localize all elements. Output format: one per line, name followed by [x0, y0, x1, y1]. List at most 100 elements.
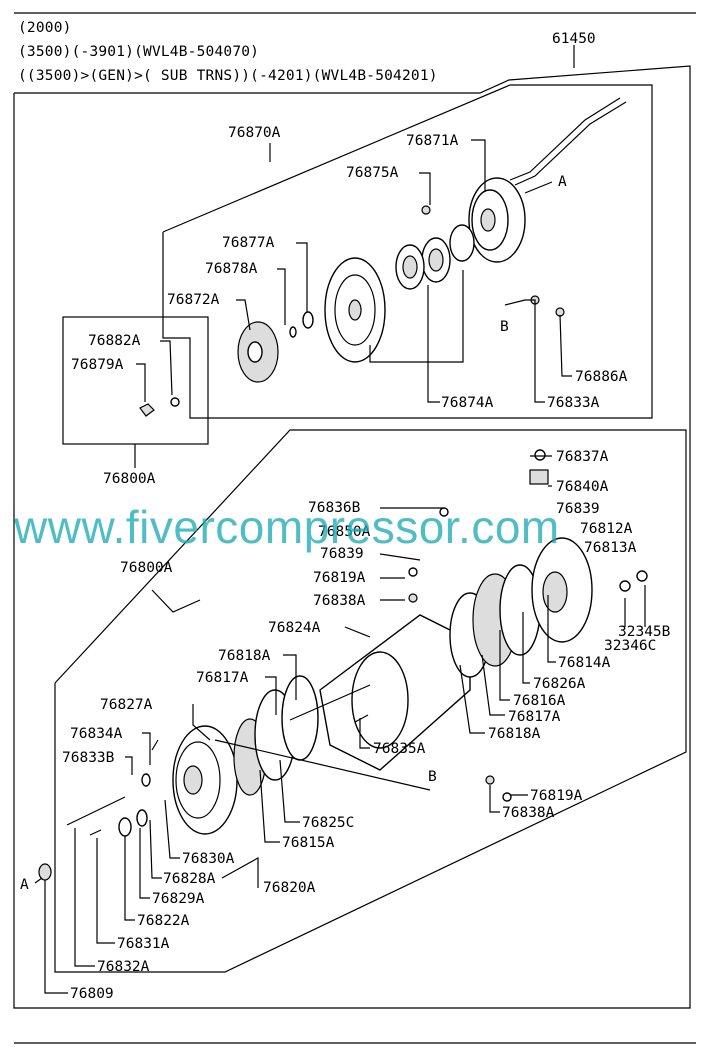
leader-pulley-group [369, 285, 429, 363]
leader-A-top [524, 181, 553, 194]
label-ref-A-bottom: A [20, 877, 29, 893]
label-76830A: 76830A [182, 851, 235, 867]
label-76837A: 76837A [556, 449, 609, 465]
label-76877A: 76877A [222, 235, 275, 251]
pulley-part [324, 257, 386, 363]
label-76833A: 76833A [547, 395, 600, 411]
leader-76828A [149, 819, 162, 879]
leader-A-bottom [34, 877, 43, 884]
label-76827A: 76827A [100, 697, 153, 713]
leader-76834A [142, 732, 151, 765]
leader-76817A-right [481, 654, 505, 716]
header-model-line: (2000) [18, 20, 72, 36]
label-61450: 61450 [552, 31, 596, 47]
leader-76878A [277, 268, 286, 325]
label-76824A: 76824A [268, 620, 321, 636]
label-76839-right: 76839 [556, 501, 600, 517]
leader-76826A [522, 612, 530, 684]
leader-76875A [419, 172, 431, 205]
front-housing-part [172, 725, 238, 835]
label-ref-B-mid: B [428, 769, 437, 785]
valve-plate-front [233, 675, 319, 796]
compressor-assembly-outline [13, 65, 691, 1009]
label-76826A: 76826A [533, 676, 586, 692]
leader-76829A [139, 828, 150, 899]
label-76818A-right: 76818A [488, 726, 541, 742]
leader-B-mid [214, 739, 431, 791]
leader-76882A [160, 340, 173, 396]
leader-76818A-left [283, 654, 297, 700]
leader-76825C [279, 759, 300, 823]
label-76840A: 76840A [556, 479, 609, 495]
label-76800A-mid: 76800A [120, 560, 173, 576]
armature-plate-part [237, 321, 279, 383]
header-range-line: (3500)(-3901)(WVL4B-504070) [18, 44, 260, 60]
leader-76877A [296, 242, 308, 312]
field-coil-part [468, 97, 627, 263]
cylinder-block-part [289, 614, 471, 771]
label-76819A-left: 76819A [313, 570, 366, 586]
rear-housing-part [531, 537, 593, 643]
leader-76874A [427, 362, 440, 403]
leader-76835A [359, 718, 370, 749]
bearing-part [395, 224, 475, 290]
leader-76879A [136, 363, 146, 402]
label-76838A-left: 76838A [313, 593, 366, 609]
leader-76838A-right [489, 785, 500, 813]
label-32345B: 32345B [618, 624, 671, 640]
leader-76809 [44, 880, 68, 994]
label-76838A-right: 76838A [502, 805, 555, 821]
leader-76817A-left [265, 676, 277, 715]
label-76836B: 76836B [308, 500, 361, 516]
leader-76839-left [379, 553, 421, 561]
valve-plate-rear [449, 564, 541, 678]
label-76833B: 76833B [62, 750, 115, 766]
clutch-assembly-outline [162, 84, 653, 419]
leader-76886A [559, 314, 572, 377]
leader-76871A [471, 139, 486, 192]
label-76825C: 76825C [302, 815, 354, 831]
compressor-body-outline [54, 429, 687, 973]
leader-76831A [96, 838, 115, 944]
leader-76833B [125, 756, 133, 775]
leader-76800A-mid [151, 589, 201, 613]
leader-76832A [74, 828, 95, 967]
label-76870A: 76870A [228, 125, 281, 141]
leader-76830A [164, 799, 180, 859]
leader-76815A [259, 769, 280, 843]
label-76819A-right: 76819A [530, 788, 583, 804]
label-76835A: 76835A [373, 741, 426, 757]
label-76817A-right: 76817A [508, 709, 561, 725]
leader-76827A [192, 704, 211, 741]
leader-76820A [221, 856, 259, 888]
label-76820A: 76820A [263, 880, 316, 896]
label-76875A: 76875A [346, 165, 399, 181]
label-76850A: 76850A [318, 524, 371, 540]
leader-76814A [547, 595, 556, 663]
label-76874A: 76874A [441, 395, 494, 411]
header-variant-line: ((3500)>(GEN)>( SUB TRNS))(-4201)(WVL4B-… [18, 68, 438, 84]
label-ref-A-top: A [558, 174, 567, 190]
service-valve-parts [408, 449, 648, 802]
label-76871A: 76871A [406, 133, 459, 149]
leader-76872A [236, 299, 251, 331]
leader-76833A [504, 299, 545, 403]
label-76816A: 76816A [513, 693, 566, 709]
label-76872A: 76872A [167, 292, 220, 308]
label-76809: 76809 [70, 986, 114, 1002]
watermark-text: www.fivercompressor.com [14, 501, 560, 553]
leader-76818A-right [459, 664, 485, 734]
label-76882A: 76882A [88, 333, 141, 349]
label-76832A: 76832A [97, 959, 150, 975]
label-76822A: 76822A [137, 913, 190, 929]
label-76800A-top: 76800A [103, 471, 156, 487]
label-76817A-left: 76817A [196, 670, 249, 686]
leader-bearing-group [428, 270, 464, 363]
label-76829A: 76829A [152, 891, 205, 907]
label-76878A: 76878A [205, 261, 258, 277]
label-76886A: 76886A [575, 369, 628, 385]
label-76828A: 76828A [163, 871, 216, 887]
label-76834A: 76834A [70, 726, 123, 742]
label-76814A: 76814A [558, 655, 611, 671]
